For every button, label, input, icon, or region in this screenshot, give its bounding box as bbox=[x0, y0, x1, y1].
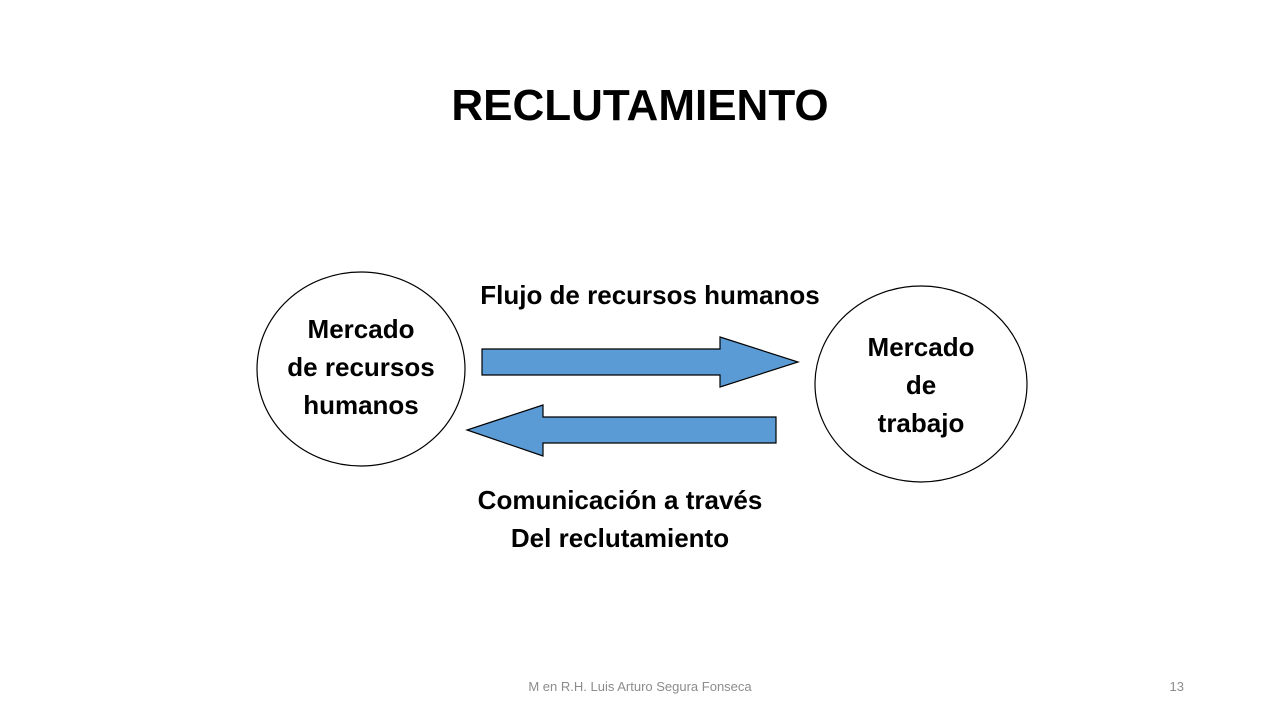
left-node-line-1: Mercado bbox=[307, 314, 415, 344]
right-node-line-1: Mercado bbox=[867, 332, 975, 362]
top-flow-label: Flujo de recursos humanos bbox=[430, 276, 870, 314]
slide-footer: M en R.H. Luis Arturo Segura Fonseca bbox=[528, 679, 752, 694]
right-node-shape bbox=[814, 285, 1028, 483]
right-node-line-3: trabajo bbox=[877, 408, 965, 438]
left-node-line-3: humanos bbox=[303, 390, 419, 420]
right-node-line-2: de bbox=[905, 370, 937, 400]
bottom-flow-label: Comunicación a través Del reclutamiento bbox=[400, 481, 840, 557]
top-flow-line-1: Flujo de recursos humanos bbox=[480, 280, 820, 310]
left-node-label: Mercado de recursos humanos bbox=[258, 310, 464, 424]
left-node-shape bbox=[256, 271, 466, 467]
slide-title: RECLUTAMIENTO bbox=[451, 81, 829, 130]
bottom-flow-line-1: Comunicación a través bbox=[477, 485, 763, 515]
right-node-label: Mercado de trabajo bbox=[816, 328, 1026, 442]
page-number: 13 bbox=[1169, 679, 1184, 694]
arrow-right-shape bbox=[481, 336, 800, 388]
left-node-line-2: de recursos bbox=[287, 352, 435, 382]
arrow-left-shape bbox=[465, 404, 777, 457]
bottom-flow-line-2: Del reclutamiento bbox=[510, 523, 730, 553]
